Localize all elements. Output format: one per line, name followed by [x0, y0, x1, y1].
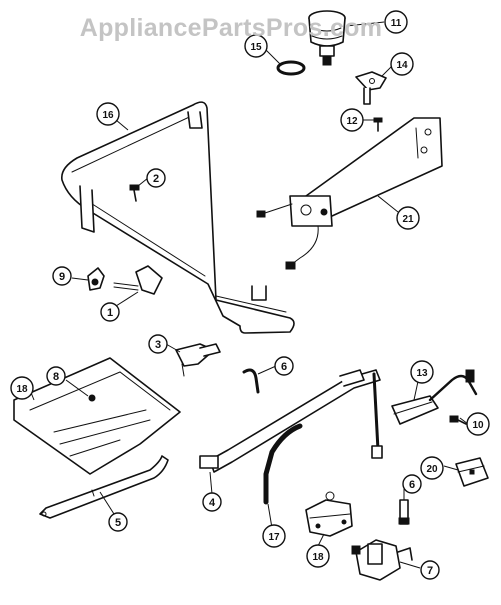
callout-label: 12 — [346, 116, 358, 127]
callout-18-left: 18 — [10, 376, 34, 400]
callout-17: 17 — [262, 524, 286, 548]
callout-3: 3 — [148, 334, 168, 354]
callout-13: 13 — [410, 360, 434, 384]
callout-7: 7 — [420, 560, 440, 580]
callout-14: 14 — [390, 52, 414, 76]
callout-label: 4 — [209, 497, 216, 509]
hose-part-upper — [242, 368, 260, 394]
callout-label: 1 — [107, 307, 113, 319]
screw-part-2 — [129, 184, 140, 202]
safety-valve-part — [305, 491, 353, 537]
clip-part — [87, 267, 105, 291]
leader-lines — [29, 21, 469, 569]
callout-6-lower: 6 — [402, 474, 422, 494]
callout-1: 1 — [100, 302, 120, 322]
valve-part — [351, 539, 413, 581]
callout-label: 14 — [396, 60, 408, 71]
callout-label: 18 — [312, 552, 324, 563]
callout-label: 8 — [53, 371, 59, 383]
callout-5: 5 — [108, 512, 128, 532]
callout-11: 11 — [384, 10, 408, 34]
callout-10: 10 — [466, 412, 490, 436]
callout-label: 2 — [153, 173, 159, 185]
callout-9: 9 — [52, 266, 72, 286]
callout-18-right: 18 — [306, 544, 330, 568]
callout-label: 18 — [16, 384, 28, 395]
callout-label: 15 — [250, 42, 262, 53]
callout-15: 15 — [244, 34, 268, 58]
flex-tube-part — [263, 423, 303, 505]
callout-label: 5 — [115, 517, 121, 529]
screw-part-10 — [449, 415, 467, 425]
o-ring-part — [276, 60, 306, 76]
gas-tube-part — [199, 369, 383, 473]
heat-shield-part — [13, 357, 181, 475]
orifice-part — [113, 265, 163, 295]
support-rail-part — [39, 455, 169, 519]
callout-label: 10 — [472, 420, 484, 431]
callout-label: 6 — [409, 479, 415, 491]
callout-20: 20 — [420, 456, 444, 480]
callout-8: 8 — [46, 366, 66, 386]
connector-block-part — [455, 457, 489, 487]
burner-bracket-part — [256, 117, 443, 270]
callout-label: 13 — [416, 368, 428, 379]
igniter-part — [391, 369, 478, 425]
screw-part-12 — [373, 117, 383, 132]
callout-label: 6 — [281, 361, 287, 373]
callout-label: 16 — [102, 110, 114, 121]
callout-label: 11 — [391, 18, 402, 29]
electrode-bracket-part — [355, 71, 387, 105]
callout-label: 21 — [402, 214, 414, 225]
plug-part — [88, 394, 96, 402]
callout-label: 17 — [268, 532, 280, 543]
pressure-regulator-part — [308, 10, 346, 66]
callout-21: 21 — [396, 206, 420, 230]
callout-2: 2 — [146, 168, 166, 188]
callout-16: 16 — [96, 102, 120, 126]
callout-12: 12 — [340, 108, 364, 132]
manifold-tube-part — [60, 101, 295, 334]
callout-6-upper: 6 — [274, 356, 294, 376]
callout-label: 3 — [155, 339, 161, 351]
callout-label: 20 — [426, 464, 438, 475]
callout-4: 4 — [202, 492, 222, 512]
watermark: AppliancePartsPros.com — [79, 14, 383, 42]
callout-label: 7 — [427, 565, 433, 577]
callout-label: 9 — [59, 271, 65, 283]
fitting-part-lower — [398, 499, 410, 525]
valve-fitting-part — [175, 343, 221, 377]
